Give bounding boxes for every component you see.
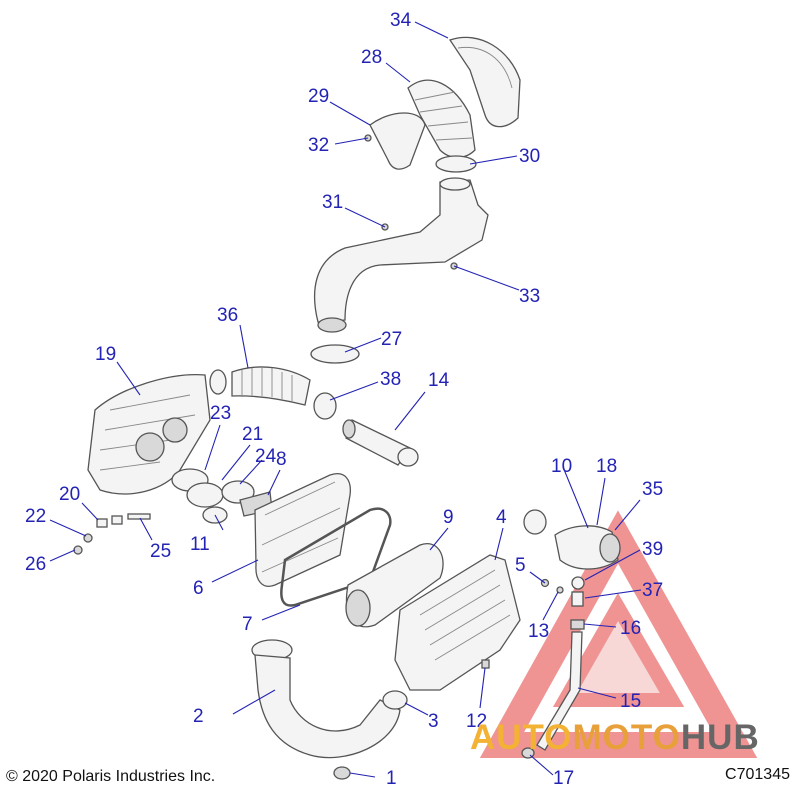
watermark-text: AUTOMOTOHUB bbox=[470, 718, 760, 758]
part-15-drain-hose bbox=[521, 576, 585, 759]
callout-35: 35 bbox=[642, 479, 663, 500]
callout-19: 19 bbox=[95, 344, 116, 365]
callout-31: 31 bbox=[322, 192, 343, 213]
watermark-word-1: AUTO bbox=[470, 718, 573, 757]
callout-6: 6 bbox=[193, 578, 204, 599]
callout-34: 34 bbox=[390, 10, 412, 31]
part-35-coupler bbox=[523, 509, 621, 570]
part-1-plug bbox=[333, 766, 351, 780]
part-30-clamp bbox=[435, 155, 477, 173]
part-25-bolt bbox=[127, 513, 151, 520]
callout-27: 27 bbox=[381, 329, 402, 350]
watermark-triangle bbox=[479, 510, 758, 758]
callout-17: 17 bbox=[553, 768, 574, 789]
part-19-airbox-cover bbox=[87, 373, 211, 495]
callout-38: 38 bbox=[380, 369, 401, 390]
part-29-heat-shield bbox=[369, 112, 426, 170]
callout-11: 11 bbox=[190, 534, 210, 555]
callout-16: 16 bbox=[620, 618, 641, 639]
callout-22: 22 bbox=[25, 506, 46, 527]
part-13-screw bbox=[556, 586, 564, 594]
callout-39: 39 bbox=[642, 539, 663, 560]
part-28-bellows-duct bbox=[407, 79, 476, 159]
part-20-spacer bbox=[96, 518, 108, 528]
part-3-clamp bbox=[382, 690, 408, 710]
callout-10: 10 bbox=[551, 456, 572, 477]
callout-2: 2 bbox=[193, 706, 204, 727]
part-22-spacer bbox=[111, 515, 123, 525]
part-12-bolt bbox=[481, 659, 490, 669]
part-36-bellows-hose bbox=[209, 366, 311, 406]
callout-8: 8 bbox=[276, 449, 287, 470]
callout-33: 33 bbox=[519, 286, 540, 307]
leader-lines bbox=[49, 21, 642, 778]
callout-7: 7 bbox=[242, 614, 253, 635]
part-27-clamp bbox=[310, 344, 360, 364]
watermark-word-3: HUB bbox=[680, 718, 760, 757]
callout-30: 30 bbox=[519, 146, 540, 167]
part-26-nut bbox=[73, 545, 83, 555]
callout-24: 24 bbox=[255, 446, 277, 467]
callout-5: 5 bbox=[515, 555, 526, 576]
drawing-number: C701345 bbox=[725, 766, 790, 783]
callout-20: 20 bbox=[59, 484, 80, 505]
part-34-duct-cover bbox=[448, 36, 521, 128]
callout-3: 3 bbox=[428, 711, 439, 732]
callout-23: 23 bbox=[210, 403, 231, 424]
callout-29: 29 bbox=[308, 86, 329, 107]
callout-26: 26 bbox=[25, 554, 46, 575]
callout-28: 28 bbox=[361, 47, 382, 68]
callout-labels: 1 2 3 4 5 6 7 8 9 10 11 12 13 14 15 16 1… bbox=[25, 10, 663, 789]
parts-couplers bbox=[171, 468, 255, 524]
copyright-notice: © 2020 Polaris Industries Inc. bbox=[6, 768, 216, 785]
part-9-air-filter bbox=[345, 543, 444, 628]
part-4-airbox-base bbox=[394, 554, 521, 691]
callout-18: 18 bbox=[596, 456, 617, 477]
callout-9: 9 bbox=[443, 507, 454, 528]
callout-15: 15 bbox=[620, 691, 641, 712]
callout-13: 13 bbox=[528, 621, 549, 642]
part-upper-intake-tube bbox=[313, 177, 489, 333]
callout-36: 36 bbox=[217, 305, 238, 326]
callout-4: 4 bbox=[496, 507, 507, 528]
callout-12: 12 bbox=[466, 711, 487, 732]
callout-37: 37 bbox=[642, 580, 663, 601]
callout-21: 21 bbox=[242, 424, 263, 445]
part-6-airbox-lid bbox=[254, 473, 351, 587]
part-2-lower-intake-tube bbox=[251, 639, 401, 759]
callout-25: 25 bbox=[150, 541, 171, 562]
callout-1: 1 bbox=[386, 768, 397, 789]
part-38-clamp bbox=[313, 392, 337, 420]
callout-14: 14 bbox=[428, 370, 450, 391]
part-14-filter-element bbox=[342, 419, 419, 467]
callout-32: 32 bbox=[308, 135, 329, 156]
watermark-word-2: MOTO bbox=[572, 718, 681, 757]
